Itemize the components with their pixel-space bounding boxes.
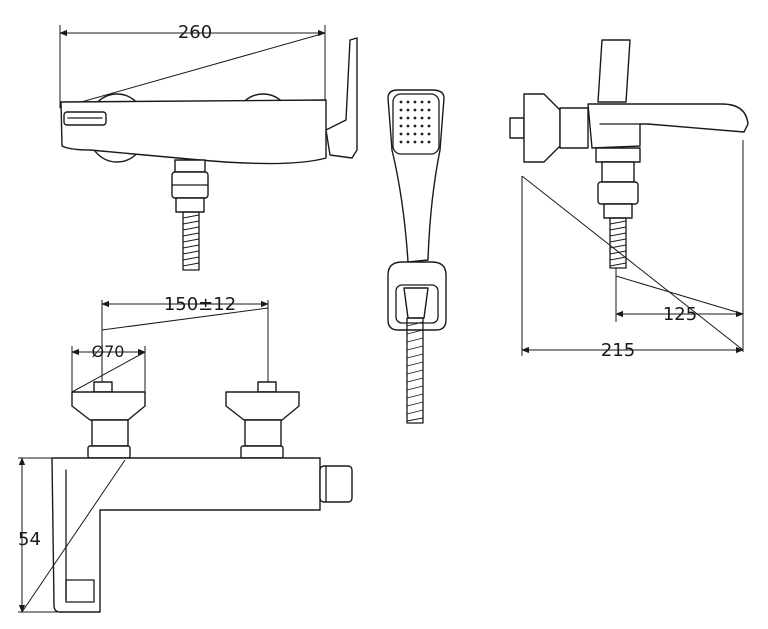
threaded-hose-top: [182, 211, 200, 271]
dim-label-spout-projection: 125: [663, 304, 697, 325]
top-view: 260: [59, 22, 358, 271]
escutcheon: [523, 93, 561, 163]
leader-diagonal-125: [615, 275, 744, 315]
valve-handle-right: [225, 381, 300, 459]
shower-head: [387, 89, 445, 263]
shower-nozzles: [399, 100, 431, 144]
dim-label-overall-length: 260: [178, 22, 212, 43]
side-hex: [597, 181, 639, 205]
shower-face: [392, 93, 440, 155]
side-view: 125 215: [509, 39, 749, 361]
mixer-body-side: [587, 103, 749, 149]
outlet-front: [319, 465, 353, 503]
dim-label-center-spacing: 150±12: [164, 294, 236, 315]
dim-label-body-height: 54: [18, 529, 41, 550]
leader-diagonal: [59, 32, 326, 109]
leader-diagonal-dia: [71, 351, 146, 393]
leader-diagonal-center: [101, 307, 269, 331]
mixer-body-front: [51, 457, 321, 613]
dim-label-side-depth: 215: [601, 340, 635, 361]
shower-hose: [406, 317, 424, 424]
side-lower-nut: [595, 147, 641, 163]
lever-handle-side: [597, 39, 631, 103]
front-view: 150±12 Ø70 54: [18, 294, 353, 613]
valve-handle-left: [71, 381, 146, 459]
connector-nut-2: [175, 197, 205, 213]
side-connector: [559, 107, 589, 149]
handle-cap-right: [257, 381, 277, 393]
side-nut-3: [603, 203, 633, 219]
wall-stub: [509, 117, 525, 139]
lever-handle-top: [325, 37, 358, 159]
leader-diagonal-54: [21, 459, 126, 613]
leader-diagonal-215: [521, 175, 744, 351]
dim-label-handle-diameter: Ø70: [92, 342, 125, 361]
holder-cradle: [403, 287, 429, 319]
threaded-hose-side: [609, 217, 627, 269]
mixer-body-top: [60, 99, 327, 165]
connector-nut-1: [174, 159, 206, 173]
handle-cap-left: [93, 381, 113, 393]
side-nut-2: [601, 161, 635, 183]
hand-shower: [387, 89, 447, 424]
